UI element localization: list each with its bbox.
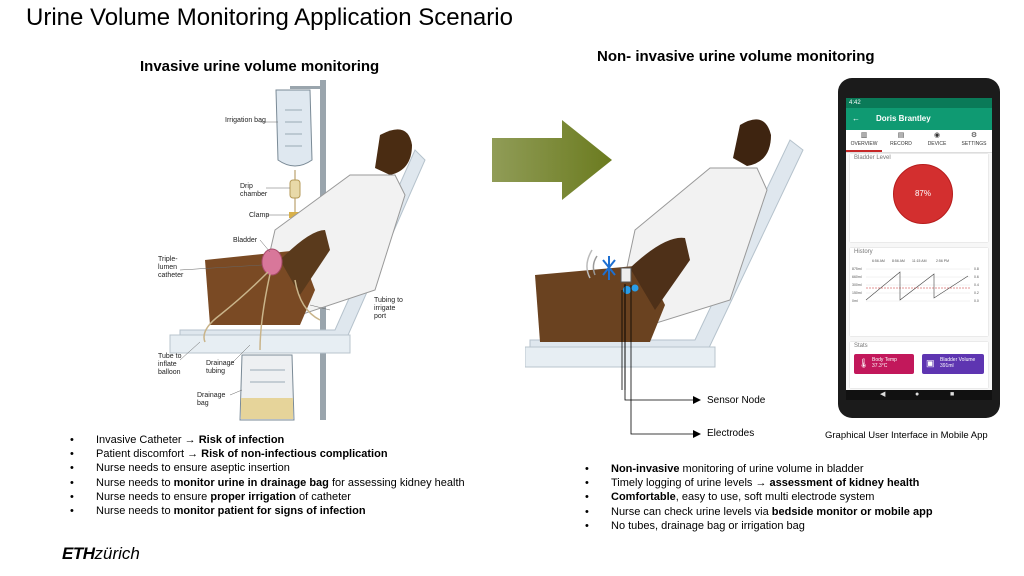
list-item: Nurse can check urine levels via bedside…	[585, 505, 933, 519]
patient-name: Doris Brantley	[876, 114, 931, 123]
non-invasive-illustration	[525, 119, 804, 390]
list-item: Non-invasive monitoring of urine volume …	[585, 462, 933, 476]
thermometer-icon: 🌡	[858, 358, 870, 368]
history-time-label: 6:56 AM	[872, 259, 885, 263]
list-item: Patient discomfort → Risk of non-infecti…	[70, 447, 465, 461]
non-invasive-bullet-list: Non-invasive monitoring of urine volume …	[585, 462, 933, 533]
list-item: Nurse needs to monitor urine in drainage…	[70, 476, 465, 490]
list-item: Nurse needs to ensure aseptic insertion	[70, 461, 465, 475]
label-bladder: Bladder	[233, 237, 258, 244]
bladder-level-gauge: 87%	[893, 164, 953, 224]
history-right-tick: 0.4	[974, 283, 979, 287]
nav-back-icon[interactable]: ◀	[880, 391, 886, 398]
non-invasive-heading: Non- invasive urine volume monitoring	[597, 48, 875, 65]
invasive-illustration	[169, 80, 426, 421]
stats-label: Stats	[854, 343, 868, 349]
record-icon: ▤	[897, 132, 905, 139]
patient-head	[375, 129, 412, 175]
history-left-tick: 875ml	[852, 267, 862, 271]
history-label: History	[854, 249, 873, 255]
bar-chart-icon: ▥	[860, 132, 868, 139]
history-chart: 6:56 AM 8:56 AM 11:15 AM 2:56 PM 875ml 6…	[852, 259, 979, 303]
phone-screen: 4:42 ← Doris Brantley ▥OVERVIEW ▤RECORD …	[846, 98, 992, 400]
device-icon: ◉	[933, 132, 941, 139]
history-time-label: 11:15 AM	[912, 259, 927, 263]
gear-icon: ⚙	[970, 132, 978, 139]
tab-bar: ▥OVERVIEW ▤RECORD ◉DEVICE ⚙SETTINGS	[846, 130, 992, 153]
history-line	[865, 271, 969, 301]
tab-overview[interactable]: ▥OVERVIEW	[846, 130, 882, 152]
bladder	[261, 248, 283, 276]
patient-head	[733, 119, 771, 166]
transition-arrow	[492, 120, 612, 200]
eth-zurich-logo: ETHzürich	[62, 544, 140, 563]
electrodes-label: Electrodes	[707, 428, 755, 439]
history-right-tick: 0.6	[974, 275, 979, 279]
history-right-tick: 0.2	[974, 291, 979, 295]
status-bar: 4:42	[846, 98, 992, 108]
list-item: Nurse needs to ensure proper irrigation …	[70, 490, 465, 504]
history-right-tick: 0.8	[974, 267, 979, 271]
bladder-level-label: Bladder Level	[854, 155, 891, 161]
phone-caption: Graphical User Interface in Mobile App	[825, 430, 988, 441]
list-item: Invasive Catheter → Risk of infection	[70, 433, 465, 447]
label-tube-inflate-balloon: Tube to inflate balloon	[158, 353, 182, 376]
phone-mockup: 4:42 ← Doris Brantley ▥OVERVIEW ▤RECORD …	[838, 78, 1000, 418]
list-item: Timely logging of urine levels → assessm…	[585, 476, 933, 490]
label-clamp: Clamp	[249, 212, 270, 219]
back-arrow-icon[interactable]: ←	[852, 114, 860, 123]
tab-device[interactable]: ◉DEVICE	[919, 130, 955, 152]
irrigation-bag	[275, 89, 313, 167]
label-drip-chamber: Drip chamber	[240, 183, 268, 198]
tab-settings[interactable]: ⚙SETTINGS	[956, 130, 992, 152]
slide-title: Urine Volume Monitoring Application Scen…	[26, 4, 513, 31]
history-card: History 6:56 AM 8:56 AM 11:15 AM 2:56 PM…	[850, 248, 988, 336]
history-left-tick: 300ml	[852, 283, 862, 287]
label-irrigation-bag: Irrigation bag	[225, 117, 266, 124]
invasive-heading: Invasive urine volume monitoring	[140, 58, 380, 75]
nav-recents-icon[interactable]: ■	[950, 391, 955, 398]
label-drainage-bag: Drainage bag	[197, 392, 226, 407]
bluetooth-icon	[602, 256, 616, 280]
label-drainage-tubing: Drainage tubing	[206, 360, 235, 375]
label-tubing-irrigate-port: Tubing to irrigate port	[374, 297, 403, 320]
list-item: Nurse needs to monitor patient for signs…	[70, 504, 465, 518]
android-nav-bar: ◀ ● ■	[846, 390, 992, 400]
label-triple-lumen-catheter: Triple- lumen catheter	[158, 256, 184, 279]
drip-chamber	[289, 179, 301, 199]
patient-legs	[535, 265, 665, 342]
app-bar: ← Doris Brantley	[846, 108, 992, 130]
invasive-bullet-list: Invasive Catheter → Risk of infection Pa…	[70, 433, 465, 518]
history-time-label: 2:56 PM	[936, 259, 949, 263]
sensor-node	[620, 267, 632, 283]
history-left-tick: 150ml	[852, 291, 862, 295]
callout-lines	[624, 285, 701, 438]
bladder-icon: ▣	[926, 358, 935, 368]
history-right-tick: 0.0	[974, 299, 979, 303]
sensor-node-label: Sensor Node	[707, 395, 766, 406]
history-time-label: 8:56 AM	[892, 259, 905, 263]
history-left-tick: 0ml	[852, 299, 858, 303]
nav-home-icon[interactable]: ●	[915, 391, 920, 398]
bladder-level-card: Bladder Level 87%	[850, 154, 988, 242]
history-left-tick: 660ml	[852, 275, 862, 279]
tab-record[interactable]: ▤RECORD	[883, 130, 919, 152]
list-item: No tubes, drainage bag or irrigation bag	[585, 519, 933, 533]
list-item: Comfortable, easy to use, soft multi ele…	[585, 490, 933, 504]
electrode	[631, 284, 639, 292]
